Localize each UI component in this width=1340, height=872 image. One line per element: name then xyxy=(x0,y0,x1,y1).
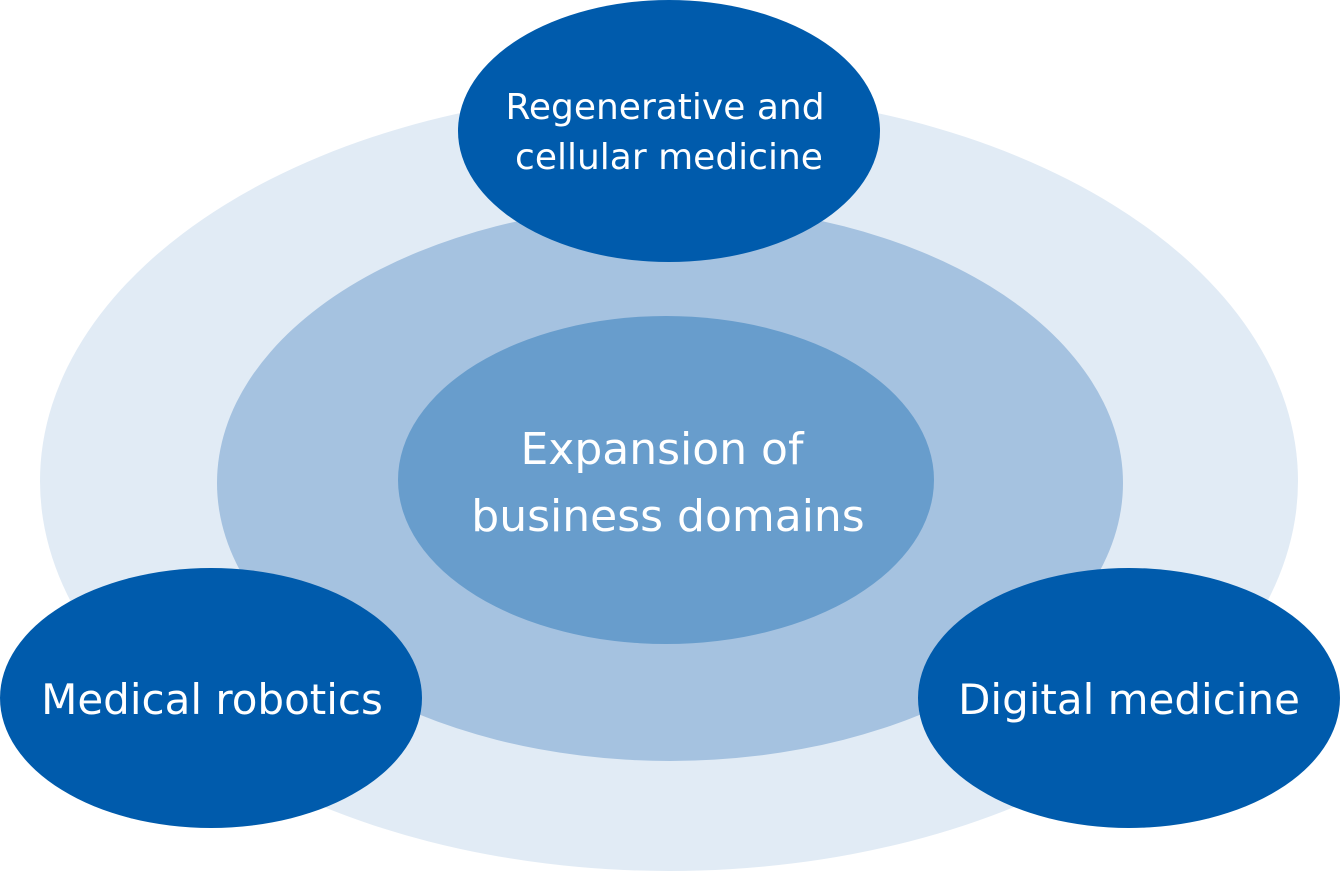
left-satellite xyxy=(0,568,422,828)
top-satellite-label-line-2: cellular medicine xyxy=(515,137,823,178)
right-satellite xyxy=(918,568,1340,828)
center-label-line-2: business domains xyxy=(471,491,864,542)
center-label-line-1: Expansion of xyxy=(521,424,805,475)
left-satellite-label: Medical robotics xyxy=(41,675,383,724)
right-satellite-label: Digital medicine xyxy=(958,675,1300,724)
top-satellite xyxy=(458,0,880,262)
top-satellite-label-line-1: Regenerative and xyxy=(505,87,824,128)
inner-core xyxy=(398,316,934,644)
